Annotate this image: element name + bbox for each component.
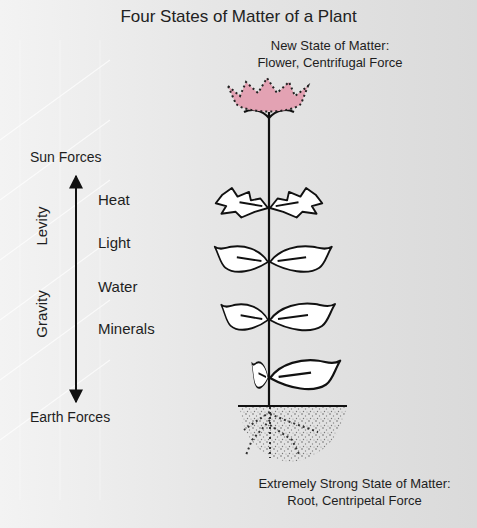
sun-forces-label: Sun Forces: [30, 148, 102, 166]
root-soil: [240, 407, 346, 462]
force-arrow: [75, 176, 77, 402]
stem: [268, 112, 270, 406]
levity-label: Levity: [32, 206, 52, 245]
water-label: Water: [98, 277, 137, 297]
light-label: Light: [98, 233, 131, 253]
diagram-title: Four States of Matter of a Plant: [0, 6, 477, 28]
earth-forces-label: Earth Forces: [30, 408, 110, 426]
gravity-label: Gravity: [32, 290, 52, 338]
background-grid: [0, 40, 110, 500]
minerals-label: Minerals: [98, 319, 155, 339]
flower-label: New State of Matter: Flower, Centrifugal…: [250, 38, 410, 72]
leaves: [215, 188, 341, 389]
ground-line: [238, 405, 347, 407]
root-lines: [244, 407, 318, 458]
root-label: Extremely Strong State of Matter: Root, …: [252, 476, 457, 510]
flower: [228, 78, 308, 112]
heat-label: Heat: [98, 190, 130, 210]
